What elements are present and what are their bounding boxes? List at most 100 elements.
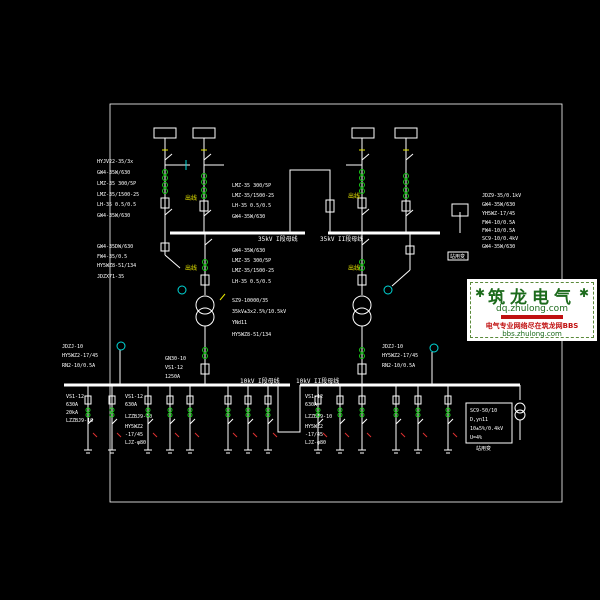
feeder-bay xyxy=(108,385,122,454)
svg-text:GW4-35W/630: GW4-35W/630 xyxy=(232,214,265,220)
svg-text:YH5WZ-17/45: YH5WZ-17/45 xyxy=(482,211,515,217)
svg-text:D,yn11: D,yn11 xyxy=(470,417,488,423)
svg-text:630A: 630A xyxy=(305,402,317,408)
svg-text:LMZ-35 300/5P: LMZ-35 300/5P xyxy=(232,258,271,264)
svg-text:VS1-12: VS1-12 xyxy=(125,394,143,400)
incoming-feeder-left-2 xyxy=(199,138,224,233)
pt-right-annotations: JDZ9-35/0.1kV GW4-35W/630 YH5WZ-17/45 FW… xyxy=(447,193,521,261)
svg-text:HYJV22-35/3x: HYJV22-35/3x xyxy=(97,159,133,165)
svg-text:LJZ-φ80: LJZ-φ80 xyxy=(125,440,146,446)
feeder-bay xyxy=(186,385,200,454)
feeder-bay xyxy=(414,385,428,454)
feeder-bay xyxy=(336,385,350,454)
feeder-bay xyxy=(314,385,328,454)
svg-text:出线: 出线 xyxy=(185,264,197,272)
transformer-bay-right: 出线 xyxy=(348,233,415,385)
incoming-feeder-left-1 xyxy=(160,138,190,233)
svg-text:LMZ-35/1500-25: LMZ-35/1500-25 xyxy=(232,268,274,274)
svg-text:LH-35 0.5/0.5: LH-35 0.5/0.5 xyxy=(232,203,271,209)
svg-text:FW4-10/0.5A: FW4-10/0.5A xyxy=(482,220,515,226)
svg-text:HY5WZ8-51/134: HY5WZ8-51/134 xyxy=(97,263,136,269)
bus-10kv-1-label: 10kV I段母线 xyxy=(240,377,280,385)
svg-text:JDZJ-10: JDZJ-10 xyxy=(382,344,403,350)
svg-text:10±5%/0.4kV: 10±5%/0.4kV xyxy=(470,426,503,432)
svg-text:VS1-12: VS1-12 xyxy=(165,365,183,371)
svg-text:GW4-35DW/630: GW4-35DW/630 xyxy=(97,244,133,250)
svg-text:FW4-35/0.5: FW4-35/0.5 xyxy=(97,254,127,260)
bus-35kv-1-label: 35kV I段母线 xyxy=(258,235,298,243)
svg-text:HY5WZ2-17/45: HY5WZ2-17/45 xyxy=(62,353,98,359)
incoming-lines xyxy=(153,127,418,139)
svg-text:GW4-35W/630: GW4-35W/630 xyxy=(97,170,130,176)
svg-text:HY5WZ8-51/134: HY5WZ8-51/134 xyxy=(232,332,271,338)
feeder-annotations-right: VS1-12 630A LZZBJ9-10 HY5WZ2 -17/45 LJZ-… xyxy=(305,394,332,446)
feeder-bay xyxy=(264,385,278,454)
svg-text:SC9-50/10: SC9-50/10 xyxy=(470,408,497,414)
feeder-bay xyxy=(444,385,458,454)
svg-text:出线: 出线 xyxy=(348,192,360,200)
svg-text:LMZ-35 300/5P: LMZ-35 300/5P xyxy=(232,183,271,189)
svg-text:GN30-10: GN30-10 xyxy=(165,356,186,362)
incomer-10kv-left: GN30-10 VS1-12 1250A xyxy=(165,356,186,380)
svg-text:出线: 出线 xyxy=(185,194,197,202)
incoming-feeder-right-1 xyxy=(346,138,370,233)
logo-bbs: bbs.zhulong.com xyxy=(502,330,562,338)
svg-text:HY5WZ2: HY5WZ2 xyxy=(305,424,323,430)
station-transformer: SC9-50/10 D,yn11 10±5%/0.4kV U=4% 站用变 xyxy=(465,385,526,452)
feeder-annotations-left: VS1-12 630A 20kA LZZBJ9-10 VS1-12 630A L… xyxy=(66,394,152,446)
svg-text:SC9-10/0.4kV: SC9-10/0.4kV xyxy=(482,236,518,242)
logo-domain: dq.zhulong.com xyxy=(496,304,568,314)
svg-text:HY5WZ2: HY5WZ2 xyxy=(125,424,143,430)
svg-text:LMZ-35 300/5P: LMZ-35 300/5P xyxy=(97,181,136,187)
svg-text:VS1-12: VS1-12 xyxy=(305,394,323,400)
star-icon: ✱ xyxy=(578,286,589,300)
svg-text:站用变: 站用变 xyxy=(476,445,491,452)
svg-text:YNd11: YNd11 xyxy=(232,320,247,326)
feeder-bay xyxy=(84,385,98,454)
svg-text:20kA: 20kA xyxy=(66,410,78,416)
svg-text:LH-35 0.5/0.5: LH-35 0.5/0.5 xyxy=(97,202,136,208)
incoming-feeder-right-2 xyxy=(401,138,414,233)
svg-text:-17/45: -17/45 xyxy=(125,432,143,438)
svg-text:630A: 630A xyxy=(66,402,78,408)
pt-10kv-left: JDZJ-10 HY5WZ2-17/45 RN2-10/0.5A xyxy=(62,341,126,385)
star-icon: ✱ xyxy=(475,286,486,300)
svg-text:1250A: 1250A xyxy=(165,374,180,380)
svg-text:FW4-10/0.5A: FW4-10/0.5A xyxy=(482,228,515,234)
svg-text:出线: 出线 xyxy=(348,264,360,272)
svg-text:GW4-35W/630: GW4-35W/630 xyxy=(232,248,265,254)
svg-text:GW4-35W/630: GW4-35W/630 xyxy=(97,213,130,219)
svg-text:LZZBJ9-10: LZZBJ9-10 xyxy=(66,418,93,424)
feeder-bay xyxy=(244,385,258,454)
feeder-bay xyxy=(358,385,372,454)
bus-tie-35kv xyxy=(289,169,331,233)
svg-text:U=4%: U=4% xyxy=(470,435,482,441)
transformer-bay-left: GW4-35DW/630 FW4-35/0.5 HY5WZ8-51/134 JD… xyxy=(97,233,286,385)
feeder-bay xyxy=(144,385,158,454)
feeder-bay xyxy=(392,385,406,454)
bus-tie-breaker xyxy=(325,199,335,213)
watermark-logo: ✱ ✱ 筑龙电气 dq.zhulong.com 电气专业网络尽在筑龙网BBS b… xyxy=(467,279,597,341)
bus-tie-10kv xyxy=(277,385,301,433)
incoming-left-annotations: HYJV22-35/3x GW4-35W/630 LMZ-35 300/5P L… xyxy=(97,159,360,220)
svg-text:LH-35 0.5/0.5: LH-35 0.5/0.5 xyxy=(232,279,271,285)
svg-text:VS1-12: VS1-12 xyxy=(66,394,84,400)
svg-text:35kV±3x2.5%/10.5kV: 35kV±3x2.5%/10.5kV xyxy=(232,309,286,315)
logo-frame xyxy=(470,282,594,338)
svg-text:GW4-35W/630: GW4-35W/630 xyxy=(482,244,515,250)
logo-brand: 筑龙电气 xyxy=(488,288,576,308)
svg-text:-17/45: -17/45 xyxy=(305,432,323,438)
svg-text:RN2-10/0.5A: RN2-10/0.5A xyxy=(62,363,95,369)
feeder-bay xyxy=(166,385,180,454)
svg-text:JDZX71-35: JDZX71-35 xyxy=(97,274,124,280)
logo-bar xyxy=(501,315,563,319)
svg-text:RN2-10/0.5A: RN2-10/0.5A xyxy=(382,363,415,369)
svg-text:LMZ-35/1500-25: LMZ-35/1500-25 xyxy=(232,193,274,199)
outgoing-feeders xyxy=(84,385,458,454)
logo-slogan: 电气专业网络尽在筑龙网BBS xyxy=(485,322,579,330)
svg-text:站用变: 站用变 xyxy=(450,253,465,260)
feeder-bay xyxy=(224,385,238,454)
svg-text:630A: 630A xyxy=(125,402,137,408)
svg-text:JDZJ-10: JDZJ-10 xyxy=(62,344,83,350)
